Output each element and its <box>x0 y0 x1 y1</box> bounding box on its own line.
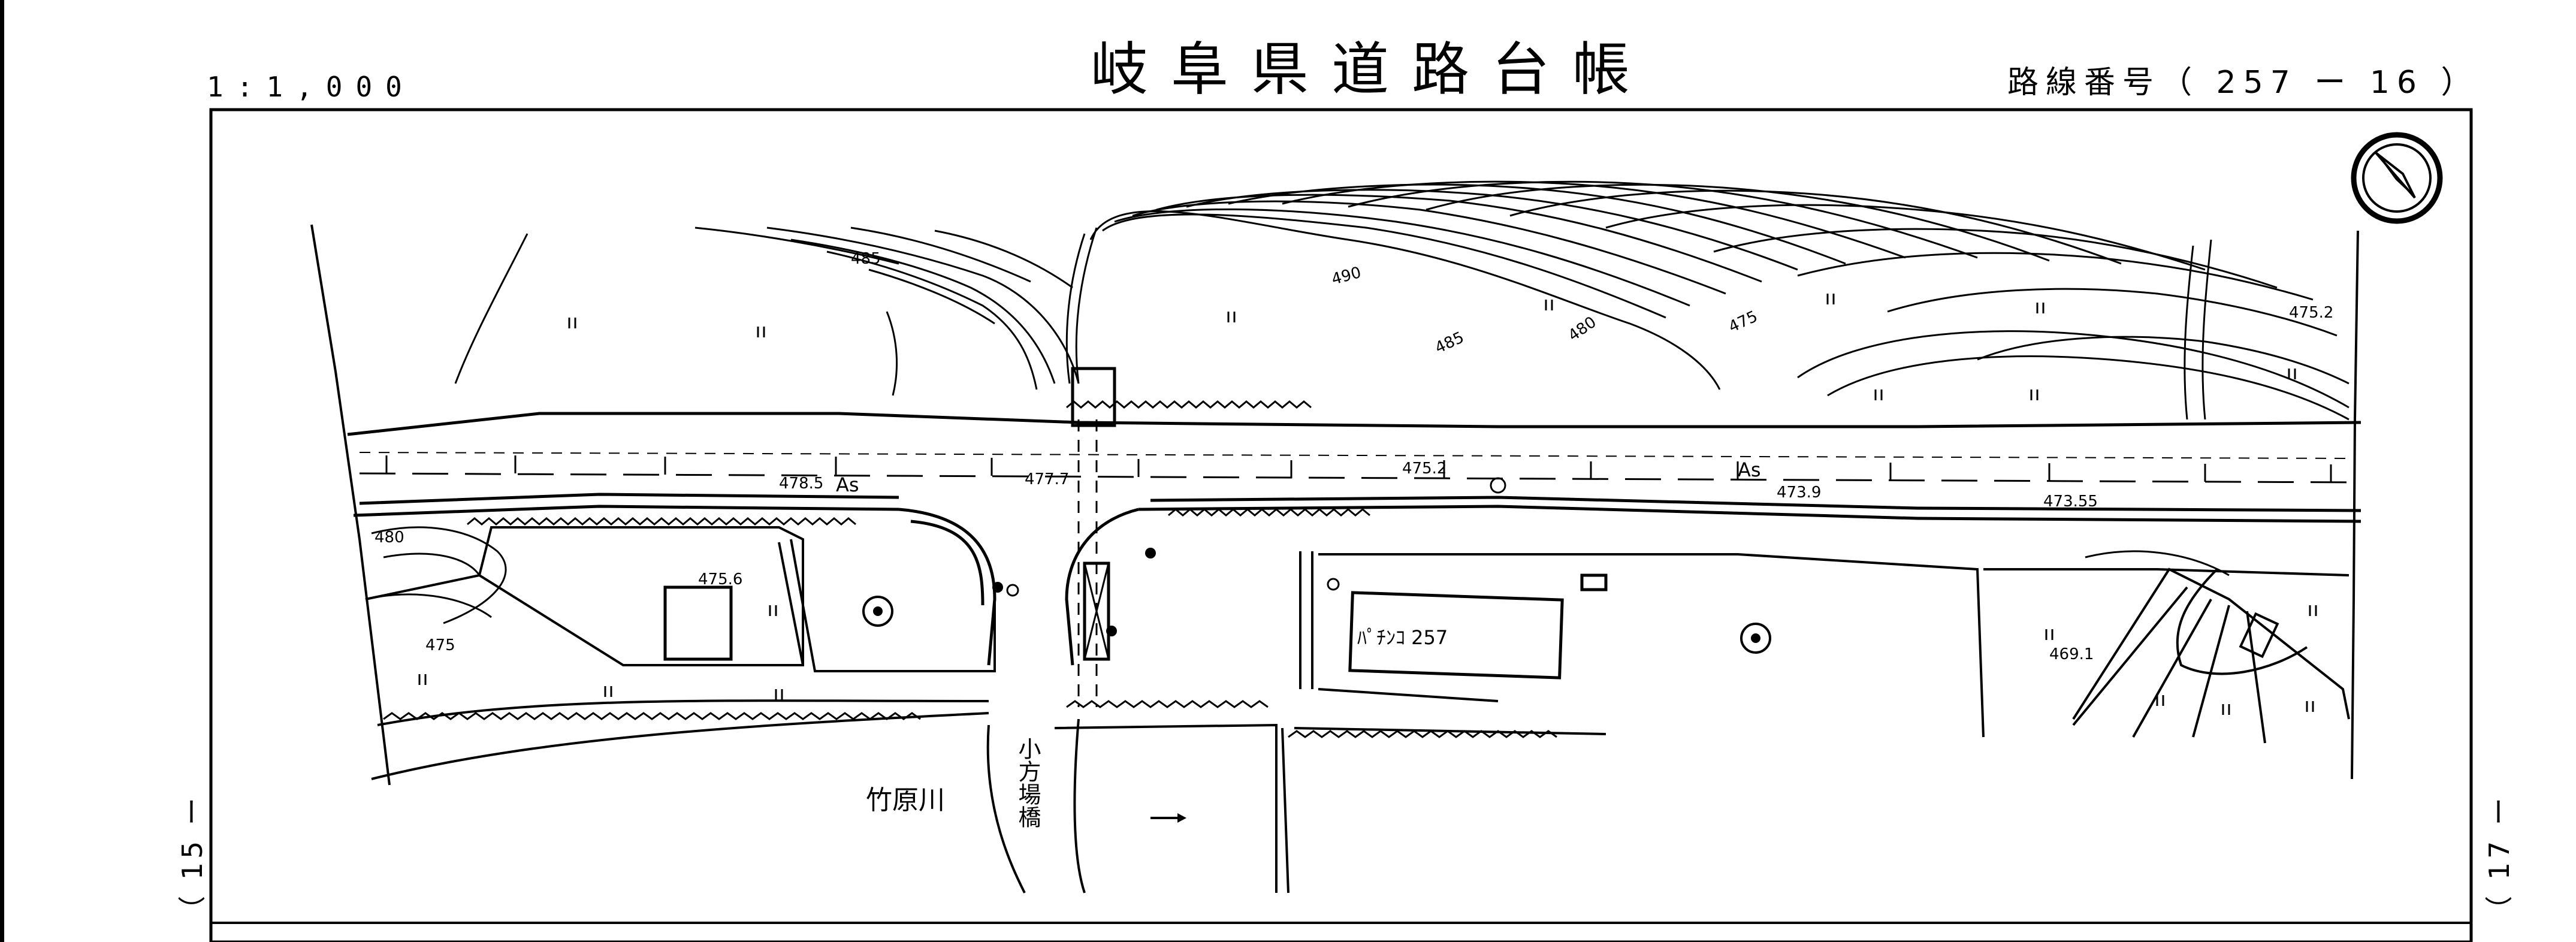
station-ticks <box>385 455 2332 482</box>
shrine-symbol-left <box>862 596 893 627</box>
bridge-structure <box>1071 367 1116 427</box>
route-number: 路線番号（ 257 ー 16 ） <box>2007 65 2480 101</box>
north-arrow-icon <box>2351 132 2443 224</box>
contour-label-480b: 480 <box>1565 313 1600 345</box>
gully-lines <box>454 227 2212 420</box>
vegetation-marks <box>418 294 2317 715</box>
elevation-4777: 477.7 <box>1025 470 1069 488</box>
elevation-4785: 478.5 <box>779 475 823 493</box>
bridge-lines <box>1077 419 1098 707</box>
elevation-4752a: 475.2 <box>1402 460 1446 478</box>
page-title: 岐阜県道路台帳 <box>1091 36 1653 103</box>
small-structure <box>1580 573 1608 591</box>
map-symbols <box>862 477 1771 654</box>
pavement-label-1: As <box>836 473 859 496</box>
shrine-symbol-right <box>1740 623 1771 654</box>
parcel-outlines <box>365 526 2350 893</box>
elevation-4739: 473.9 <box>1777 484 1821 502</box>
building-small-left <box>663 585 733 661</box>
retaining-walls <box>383 400 1557 738</box>
contour-lines <box>365 180 2349 624</box>
flow-direction-arrow <box>1150 813 1186 823</box>
survey-boundary-right <box>2351 230 2359 780</box>
road-centerline <box>359 472 2355 484</box>
manhole-symbols <box>1006 477 1506 597</box>
elevation-47355: 473.55 <box>2043 493 2098 511</box>
sheet-left-edge <box>0 0 4 942</box>
contour-label-485b: 485 <box>1432 328 1467 357</box>
pachinko-label: ﾊﾟﾁﾝｺ 257 <box>1357 626 1448 649</box>
bridge-label-group: 小方場橋 <box>1014 737 1041 828</box>
contour-label-490: 490 <box>1330 264 1363 289</box>
contour-label-475: 475 <box>425 636 455 654</box>
map-frame <box>209 108 2473 942</box>
contour-label-475b: 475 <box>1726 307 1760 336</box>
bridge-label: 小方場橋 <box>1014 737 1041 828</box>
contour-label-485a: 485 <box>851 250 881 268</box>
map-scale: 1:1,000 <box>207 71 415 103</box>
survey-boundary-left <box>310 224 391 786</box>
road-lane-line <box>359 452 2355 459</box>
elevation-4752b: 475.2 <box>2289 304 2333 322</box>
pavement-label-2: As <box>1738 458 1761 481</box>
pachinko-building <box>1348 591 1564 680</box>
elevation-4691: 469.1 <box>2049 645 2094 663</box>
elevation-4756: 475.6 <box>698 570 742 588</box>
river-label: 竹原川 <box>866 785 945 816</box>
contour-label-480a: 480 <box>375 529 404 547</box>
utility-pole-symbols <box>992 548 1156 636</box>
